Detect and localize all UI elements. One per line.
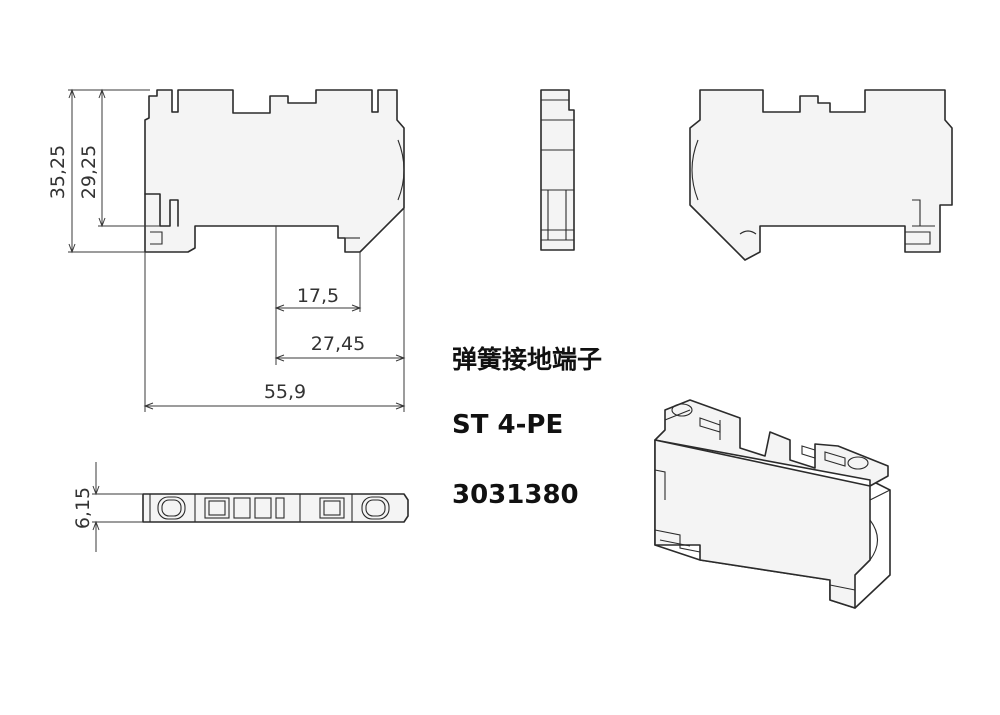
top-view: [142, 493, 409, 523]
dim-height-total: 35,25: [47, 88, 150, 254]
side-view: [540, 89, 575, 251]
product-name-cn: 弹簧接地端子: [452, 345, 603, 374]
dim-height-inner: 29,25: [78, 88, 160, 228]
isometric-view: [654, 399, 891, 609]
dim-len-total-label: 55,9: [264, 381, 306, 403]
front-view: [144, 89, 405, 253]
dim-len-27: 27,45: [274, 208, 406, 412]
product-model: ST 4-PE: [452, 410, 564, 440]
dim-height-total-label: 35,25: [47, 145, 69, 199]
dim-len-17: 17,5: [274, 226, 362, 365]
dim-len-27-label: 27,45: [311, 333, 365, 355]
back-view: [689, 89, 953, 261]
part-number: 3031380: [452, 480, 579, 510]
dim-width-label: 6,15: [72, 487, 94, 529]
dim-height-inner-label: 29,25: [78, 145, 100, 199]
dim-len-17-label: 17,5: [297, 285, 339, 307]
dim-len-total: 55,9: [143, 252, 406, 412]
dim-width: 6,15: [72, 462, 143, 552]
